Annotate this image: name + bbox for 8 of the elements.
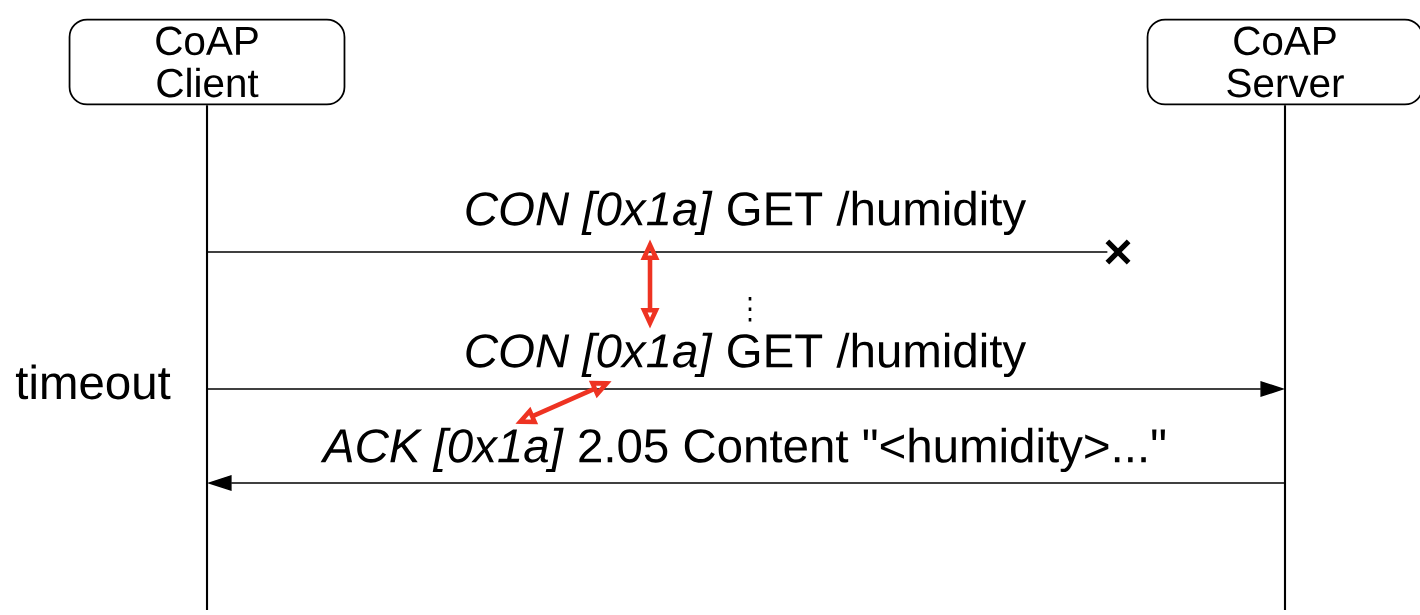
note: timeout (15, 364, 171, 400)
message-label: CON [0x1a] GET /humidity (466, 332, 1027, 378)
participant-box: CoAP Server (1146, 18, 1420, 106)
message-label: CON [0x1a] GET /humidity (466, 190, 1027, 236)
participant-box: CoAP Client (68, 18, 346, 106)
lost-mark (1104, 238, 1132, 266)
message-label: ACK [0x1a] 2.05 Content "<humidity>..." (320, 427, 1165, 473)
lost-message-line (206, 251, 1109, 253)
